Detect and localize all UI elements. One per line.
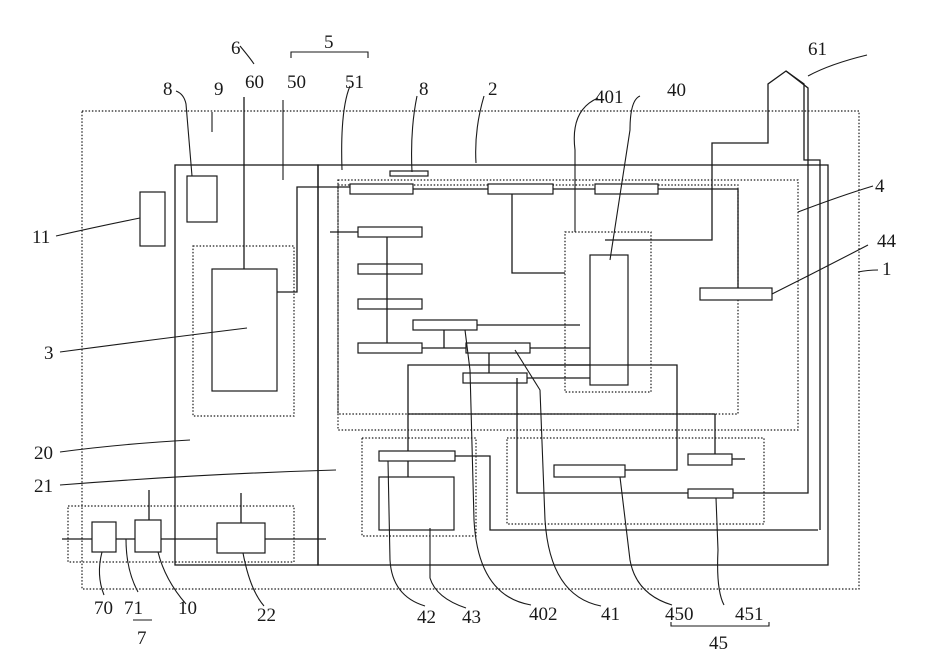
label-1: 1 [882, 259, 892, 280]
wiring [62, 71, 820, 539]
label-450: 450 [665, 604, 694, 625]
module-3 [212, 269, 277, 391]
component-11 [140, 192, 165, 246]
label-402: 402 [529, 604, 558, 625]
label-41: 41 [601, 604, 620, 625]
label-451: 451 [735, 604, 764, 625]
bar-451b [688, 489, 733, 498]
label-44: 44 [877, 231, 897, 252]
label-22: 22 [257, 605, 276, 626]
label-7: 7 [137, 628, 147, 649]
bar-402 [413, 320, 477, 330]
group-45-frame [507, 438, 764, 524]
bar-stack-4 [358, 343, 422, 353]
label-401: 401 [595, 87, 624, 108]
sensor-8-left [187, 176, 217, 222]
label-6: 6 [231, 38, 241, 59]
label-70: 70 [94, 598, 113, 619]
component-22 [217, 523, 265, 553]
bar-44 [700, 288, 772, 300]
label-61: 61 [808, 39, 827, 60]
module-43 [379, 477, 454, 530]
label-8-left: 8 [163, 79, 173, 100]
bar-stack-1 [358, 227, 422, 237]
label-3: 3 [44, 343, 54, 364]
label-21: 21 [34, 476, 53, 497]
label-71: 71 [124, 598, 143, 619]
label-10: 10 [178, 598, 197, 619]
label-40: 40 [667, 80, 686, 101]
label-20: 20 [34, 443, 53, 464]
bar-41 [466, 343, 530, 353]
label-4: 4 [875, 176, 885, 197]
label-42: 42 [417, 607, 436, 628]
component-70 [92, 522, 116, 552]
label-8-top: 8 [419, 79, 429, 100]
label-9: 9 [214, 79, 224, 100]
bar-450 [554, 465, 625, 477]
bar-42 [379, 451, 455, 461]
bar-stack-2 [358, 264, 422, 274]
label-2: 2 [488, 79, 498, 100]
label-43: 43 [462, 607, 481, 628]
label-60: 60 [245, 72, 264, 93]
label-51: 51 [345, 72, 364, 93]
component-10 [135, 520, 161, 552]
label-11: 11 [32, 227, 50, 248]
label-45: 45 [709, 633, 728, 654]
label-5: 5 [324, 32, 334, 53]
bar-451a [688, 454, 732, 465]
bar-top-2 [488, 184, 553, 194]
label-50: 50 [287, 72, 306, 93]
sensor-8-top [390, 171, 428, 176]
bar-top-1 [350, 184, 413, 194]
bar-top-3 [595, 184, 658, 194]
bar-stack-3 [358, 299, 422, 309]
